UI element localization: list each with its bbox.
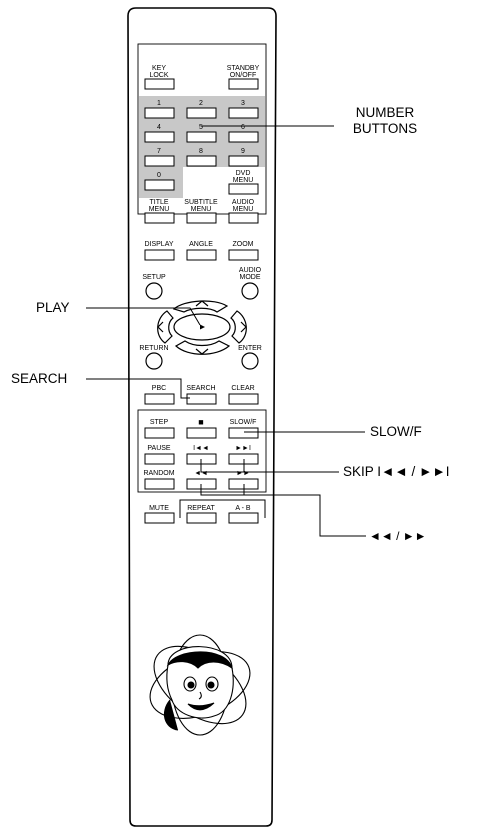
repeat-label: REPEAT <box>186 505 216 512</box>
pause-button[interactable] <box>144 453 175 465</box>
nav-pad <box>157 300 247 355</box>
slow-callout: SLOW/F <box>370 424 422 439</box>
dvd-menu-button[interactable] <box>228 183 259 195</box>
num-7-button[interactable] <box>144 155 175 167</box>
up-arrow-icon <box>195 300 209 307</box>
subtitle-menu-button[interactable] <box>186 212 217 224</box>
num-9-button[interactable] <box>228 155 259 167</box>
dora-illustration <box>149 634 251 736</box>
num-9-label: 9 <box>241 148 245 155</box>
title-menu-label: TITLE MENU <box>148 199 170 213</box>
enter-button[interactable] <box>241 352 259 370</box>
mute-label: MUTE <box>149 505 169 512</box>
display-label: DISPLAY <box>144 241 174 248</box>
setup-label: SETUP <box>142 274 166 281</box>
num-8-button[interactable] <box>186 155 217 167</box>
return-button[interactable] <box>145 352 163 370</box>
num-0-button[interactable] <box>144 179 175 191</box>
search-button[interactable] <box>186 393 217 405</box>
numpad-shading <box>139 96 265 198</box>
num-3-button[interactable] <box>228 107 259 119</box>
num-6-button[interactable] <box>228 131 259 143</box>
skip-fwd-label: ►►I <box>235 445 251 452</box>
scan-callout: ◄◄ / ►► <box>369 529 427 543</box>
title-menu-button[interactable] <box>144 212 175 224</box>
ffwd-label: ►► <box>236 470 250 477</box>
clear-button[interactable] <box>228 393 259 405</box>
num-7-label: 7 <box>157 148 161 155</box>
slow-button[interactable] <box>228 427 259 439</box>
clear-label: CLEAR <box>231 385 255 392</box>
skip-back-label: I◄◄ <box>193 445 209 452</box>
stop-label: ■ <box>198 417 204 427</box>
play-callout: PLAY <box>36 300 70 315</box>
return-label: RETURN <box>139 345 169 352</box>
audio-mode-button[interactable] <box>241 282 259 300</box>
skip-callout: SKIP I◄◄ / ►►I <box>343 464 450 479</box>
num-8-label: 8 <box>199 148 203 155</box>
play-leader <box>86 307 201 326</box>
step-button[interactable] <box>144 427 175 439</box>
nav-left-button[interactable] <box>157 310 174 344</box>
stop-button[interactable] <box>186 427 217 439</box>
search-label: SEARCH <box>186 385 216 392</box>
skip-leader <box>200 459 339 473</box>
num-6-label: 6 <box>241 124 245 131</box>
pbc-button[interactable] <box>144 393 175 405</box>
enter-label: ENTER <box>238 345 262 352</box>
standby-label: STANDBY ON/OFF <box>226 65 260 79</box>
num-3-label: 3 <box>241 100 245 107</box>
repeat-bracket <box>179 499 266 518</box>
angle-button[interactable] <box>186 249 217 261</box>
audio-menu-button[interactable] <box>228 212 259 224</box>
scan-leader <box>200 484 366 537</box>
num-5-button[interactable] <box>186 131 217 143</box>
num-1-label: 1 <box>157 100 161 107</box>
ab-button[interactable] <box>228 512 259 524</box>
rew-label: ◄◄ <box>194 470 208 477</box>
transport-panel <box>137 409 267 493</box>
num-1-button[interactable] <box>144 107 175 119</box>
setup-button[interactable] <box>145 282 163 300</box>
play-icon <box>200 324 205 330</box>
search-leader <box>86 378 190 399</box>
num-4-label: 4 <box>157 124 161 131</box>
num-0-label: 0 <box>157 172 161 179</box>
pause-label: PAUSE <box>147 445 171 452</box>
left-arrow-icon <box>157 321 164 333</box>
display-button[interactable] <box>144 249 175 261</box>
key-lock-button[interactable] <box>144 78 175 90</box>
random-label: RANDOM <box>143 470 175 477</box>
subtitle-menu-label: SUBTITLE MENU <box>184 199 218 213</box>
pbc-label: PBC <box>151 385 167 392</box>
key-lock-label: KEY LOCK <box>149 65 169 79</box>
dvd-menu-label: DVD MENU <box>232 170 254 184</box>
standby-button[interactable] <box>228 78 259 90</box>
slow-label: SLOW/F <box>229 419 257 426</box>
right-arrow-icon <box>240 321 247 333</box>
num-2-button[interactable] <box>186 107 217 119</box>
random-button[interactable] <box>144 478 175 490</box>
ab-label: A - B <box>234 505 252 512</box>
zoom-button[interactable] <box>228 249 259 261</box>
audio-menu-label: AUDIO MENU <box>231 199 255 213</box>
repeat-button[interactable] <box>186 512 217 524</box>
button-shapes <box>144 78 259 524</box>
down-arrow-icon <box>195 348 209 355</box>
angle-label: ANGLE <box>189 241 213 248</box>
num-4-button[interactable] <box>144 131 175 143</box>
search-callout: SEARCH <box>11 371 68 386</box>
mute-button[interactable] <box>144 512 175 524</box>
audio-mode-label: AUDIO MODE <box>238 267 262 281</box>
step-label: STEP <box>149 419 169 426</box>
nav-down-button[interactable] <box>174 340 231 355</box>
num-5-label: 5 <box>199 124 203 131</box>
number-buttons-callout: NUMBER BUTTONS <box>352 105 418 136</box>
nav-right-button[interactable] <box>230 310 247 344</box>
num-2-label: 2 <box>199 100 203 107</box>
zoom-label: ZOOM <box>232 241 254 248</box>
